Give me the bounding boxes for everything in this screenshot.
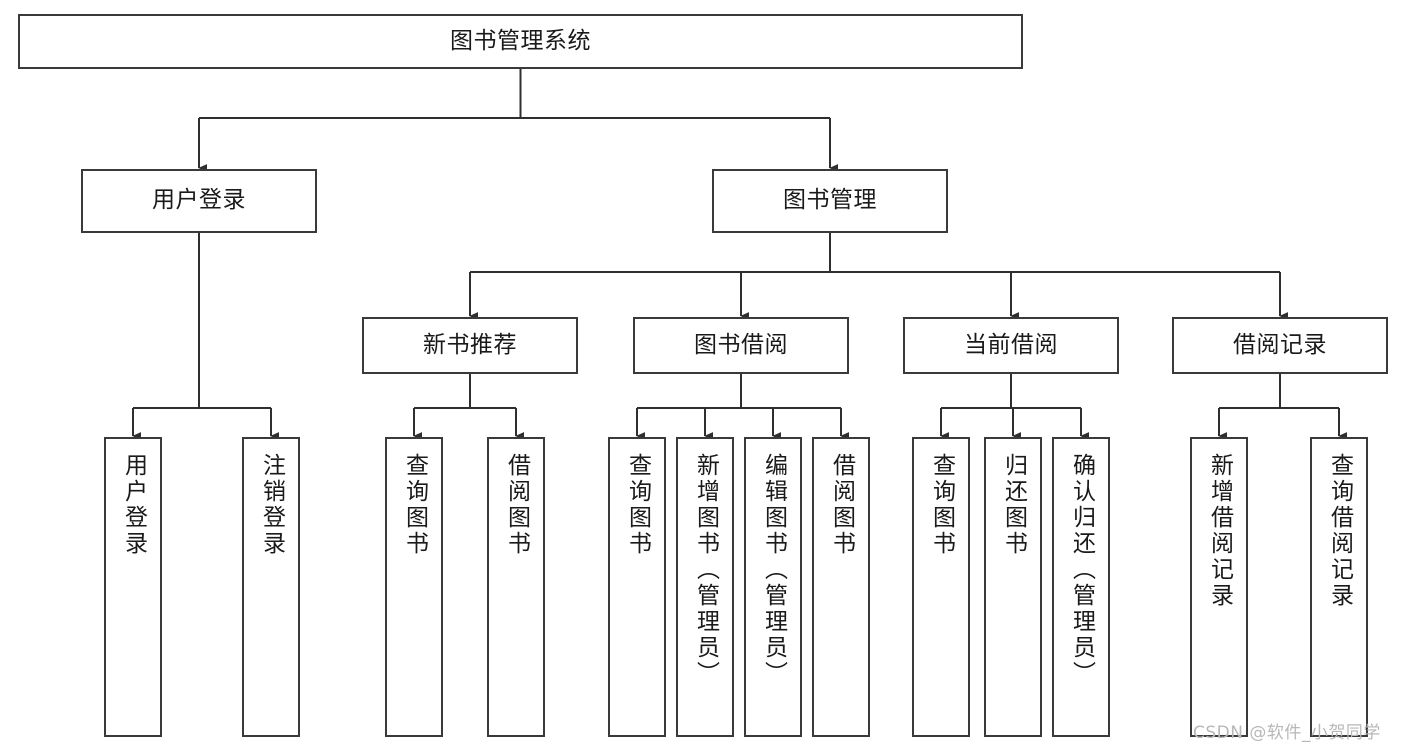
node-label: 归还图书 xyxy=(1000,453,1027,557)
node-label: 借阅图书 xyxy=(503,453,530,557)
node-leaf-confirm-return[interactable]: 确认归还（管理员） xyxy=(1052,437,1110,737)
node-leaf-query-record[interactable]: 查询借阅记录 xyxy=(1310,437,1368,737)
node-label: 查询借阅记录 xyxy=(1326,453,1353,609)
node-borrow-record[interactable]: 借阅记录 xyxy=(1172,317,1388,374)
node-label: 借阅图书 xyxy=(828,453,855,557)
node-leaf-query-book-rec[interactable]: 查询图书 xyxy=(385,437,443,737)
node-label: 编辑图书（管理员） xyxy=(760,453,787,687)
node-label: 新增图书（管理员） xyxy=(692,453,719,687)
node-label: 用户登录 xyxy=(120,453,147,557)
node-leaf-edit-book[interactable]: 编辑图书（管理员） xyxy=(744,437,802,737)
node-leaf-logout[interactable]: 注销登录 xyxy=(242,437,300,737)
edge-paths xyxy=(131,69,1348,440)
node-leaf-user-login[interactable]: 用户登录 xyxy=(104,437,162,737)
node-label: 图书管理 xyxy=(783,187,877,214)
node-new-book-rec[interactable]: 新书推荐 xyxy=(362,317,578,374)
node-label: 查询图书 xyxy=(928,453,955,557)
node-label: 当前借阅 xyxy=(964,331,1058,358)
node-leaf-add-record[interactable]: 新增借阅记录 xyxy=(1190,437,1248,737)
node-label: 图书借阅 xyxy=(694,331,788,358)
node-leaf-add-book[interactable]: 新增图书（管理员） xyxy=(676,437,734,737)
node-book-borrow[interactable]: 图书借阅 xyxy=(633,317,849,374)
node-user-login[interactable]: 用户登录 xyxy=(81,169,317,233)
node-label: 注销登录 xyxy=(258,453,285,557)
node-label: 用户登录 xyxy=(152,187,246,214)
node-leaf-borrow-book-rec[interactable]: 借阅图书 xyxy=(487,437,545,737)
node-label: 新增借阅记录 xyxy=(1206,453,1233,609)
node-current-borrow[interactable]: 当前借阅 xyxy=(903,317,1119,374)
node-leaf-query-book-cur[interactable]: 查询图书 xyxy=(912,437,970,737)
csdn-watermark: CSDN @软件_小贺同学 xyxy=(1193,723,1381,743)
node-label: 借阅记录 xyxy=(1233,331,1327,358)
node-label: 图书管理系统 xyxy=(450,27,591,54)
node-label: 查询图书 xyxy=(624,453,651,557)
node-book-manage[interactable]: 图书管理 xyxy=(712,169,948,233)
node-root[interactable]: 图书管理系统 xyxy=(18,14,1023,69)
node-leaf-return-book[interactable]: 归还图书 xyxy=(984,437,1042,737)
node-label: 查询图书 xyxy=(401,453,428,557)
node-leaf-query-book[interactable]: 查询图书 xyxy=(608,437,666,737)
node-label: 确认归还（管理员） xyxy=(1068,453,1095,687)
node-leaf-borrow-book[interactable]: 借阅图书 xyxy=(812,437,870,737)
node-label: 新书推荐 xyxy=(423,331,517,358)
